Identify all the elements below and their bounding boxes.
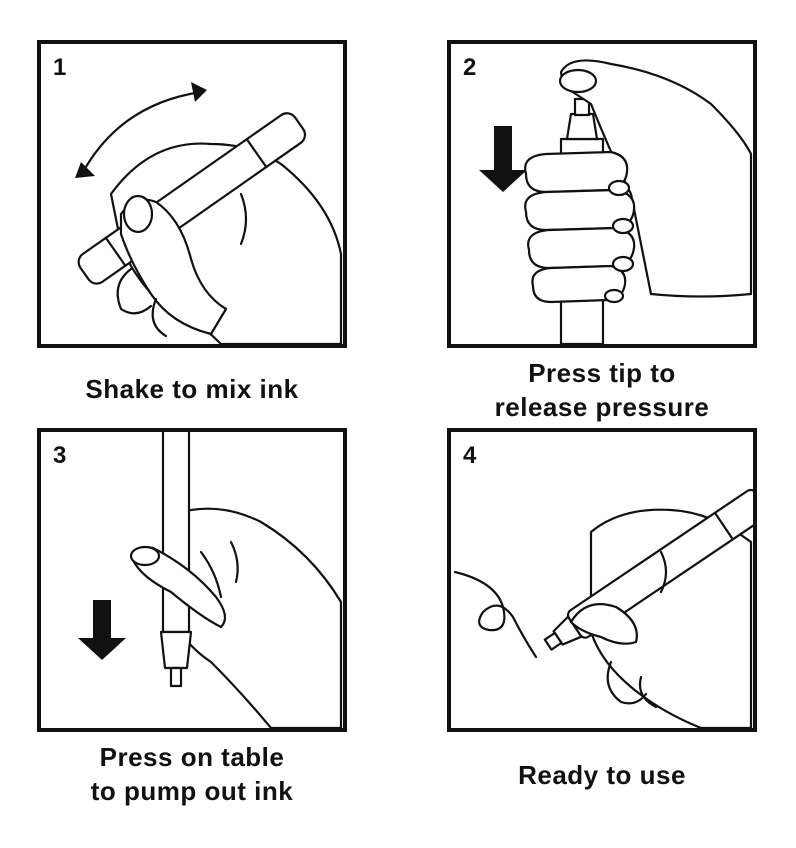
step-1-caption: Shake to mix ink [37,372,347,406]
step-4-caption: Ready to use [447,758,757,792]
step-number: 2 [463,54,476,82]
step-2-panel: 2 [447,40,757,348]
caption-line: Press tip to [447,356,757,390]
hand-shaking-marker-icon [41,44,343,344]
caption-line: Shake to mix ink [37,372,347,406]
hand-writing-marker-icon [451,432,753,728]
step-number: 3 [53,442,66,470]
step-1-panel: 1 [37,40,347,348]
step-number: 1 [53,54,66,82]
step-number: 4 [463,442,476,470]
hand-pressing-marker-down-icon [41,432,343,728]
step-4-panel: 4 [447,428,757,732]
hand-pressing-marker-tip-icon [451,44,753,344]
step-2-caption: Press tip to release pressure [447,356,757,424]
caption-line: Ready to use [447,758,757,792]
caption-line: release pressure [447,390,757,424]
caption-line: Press on table [37,740,347,774]
step-3-panel: 3 [37,428,347,732]
caption-line: to pump out ink [37,774,347,808]
step-3-caption: Press on table to pump out ink [37,740,347,808]
